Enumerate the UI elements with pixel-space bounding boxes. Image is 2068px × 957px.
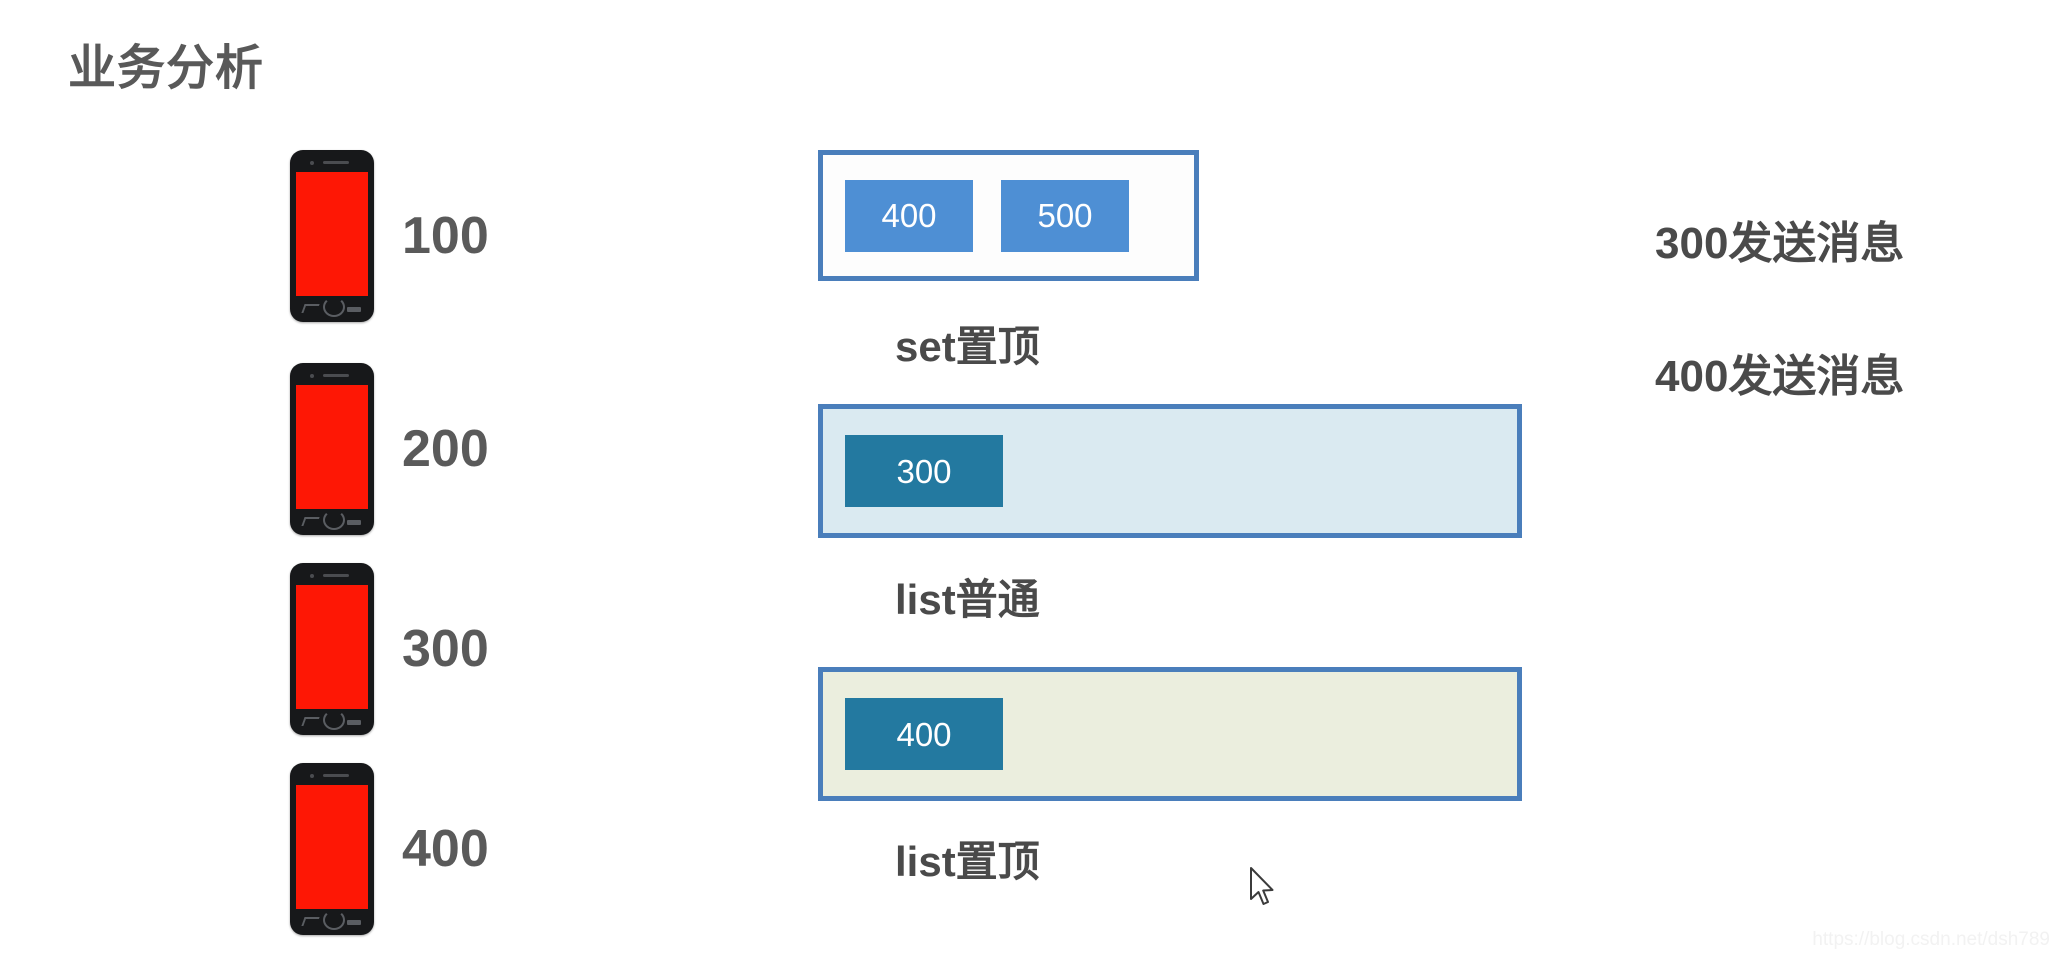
smartphone-icon bbox=[290, 763, 374, 935]
phone-menu-button-icon bbox=[347, 720, 361, 725]
phone-screen bbox=[296, 172, 368, 296]
list-cell: 400 bbox=[845, 698, 1003, 770]
phone-home-button-icon bbox=[323, 910, 345, 930]
phone-camera-dot bbox=[310, 161, 314, 165]
device-row-1: 100 bbox=[290, 150, 489, 322]
list-top-structure-caption: list置顶 bbox=[895, 838, 1040, 885]
phone-back-button-icon bbox=[301, 917, 320, 926]
set-cells: 400 500 bbox=[845, 179, 1129, 252]
phone-home-button-icon bbox=[323, 510, 345, 530]
page-title: 业务分析 bbox=[68, 42, 265, 95]
list-normal-structure-caption: list普通 bbox=[895, 576, 1040, 623]
list-normal-cells: 300 bbox=[845, 435, 1003, 507]
phone-speaker-slit bbox=[323, 161, 349, 164]
phone-back-button-icon bbox=[301, 517, 320, 526]
smartphone-icon bbox=[290, 363, 374, 535]
phone-menu-button-icon bbox=[347, 307, 361, 312]
phone-menu-button-icon bbox=[347, 520, 361, 525]
phone-screen bbox=[296, 785, 368, 909]
device-row-3: 300 bbox=[290, 563, 489, 735]
note-400-send-message: 400发送消息 bbox=[1655, 352, 1905, 401]
list-normal-structure-box: 300 bbox=[818, 404, 1522, 538]
phone-back-button-icon bbox=[301, 304, 320, 313]
note-300-send-message: 300发送消息 bbox=[1655, 219, 1905, 268]
device-row-4: 400 bbox=[290, 763, 489, 935]
phone-speaker-slit bbox=[323, 374, 349, 377]
device-label: 400 bbox=[402, 820, 489, 878]
device-row-2: 200 bbox=[290, 363, 489, 535]
set-structure-caption: set置顶 bbox=[895, 323, 1040, 370]
list-top-structure-box: 400 bbox=[818, 667, 1522, 801]
phone-menu-button-icon bbox=[347, 920, 361, 925]
watermark: https://blog.csdn.net/dsh789 bbox=[1812, 929, 2050, 950]
set-cell: 500 bbox=[1001, 179, 1129, 252]
smartphone-icon bbox=[290, 563, 374, 735]
set-cell: 400 bbox=[845, 179, 973, 252]
phone-camera-dot bbox=[310, 774, 314, 778]
phone-home-button-icon bbox=[323, 710, 345, 730]
set-structure-box: 400 500 bbox=[818, 150, 1199, 281]
phone-screen bbox=[296, 585, 368, 709]
device-label: 100 bbox=[402, 207, 489, 265]
smartphone-icon bbox=[290, 150, 374, 322]
phone-camera-dot bbox=[310, 574, 314, 578]
list-cell: 300 bbox=[845, 435, 1003, 507]
phone-screen bbox=[296, 385, 368, 509]
phone-home-button-icon bbox=[323, 297, 345, 317]
phone-speaker-slit bbox=[323, 574, 349, 577]
phone-camera-dot bbox=[310, 374, 314, 378]
device-label: 300 bbox=[402, 620, 489, 678]
list-top-cells: 400 bbox=[845, 698, 1003, 770]
phone-speaker-slit bbox=[323, 774, 349, 777]
mouse-pointer-icon bbox=[1250, 867, 1274, 905]
phone-back-button-icon bbox=[301, 717, 320, 726]
device-label: 200 bbox=[402, 420, 489, 478]
